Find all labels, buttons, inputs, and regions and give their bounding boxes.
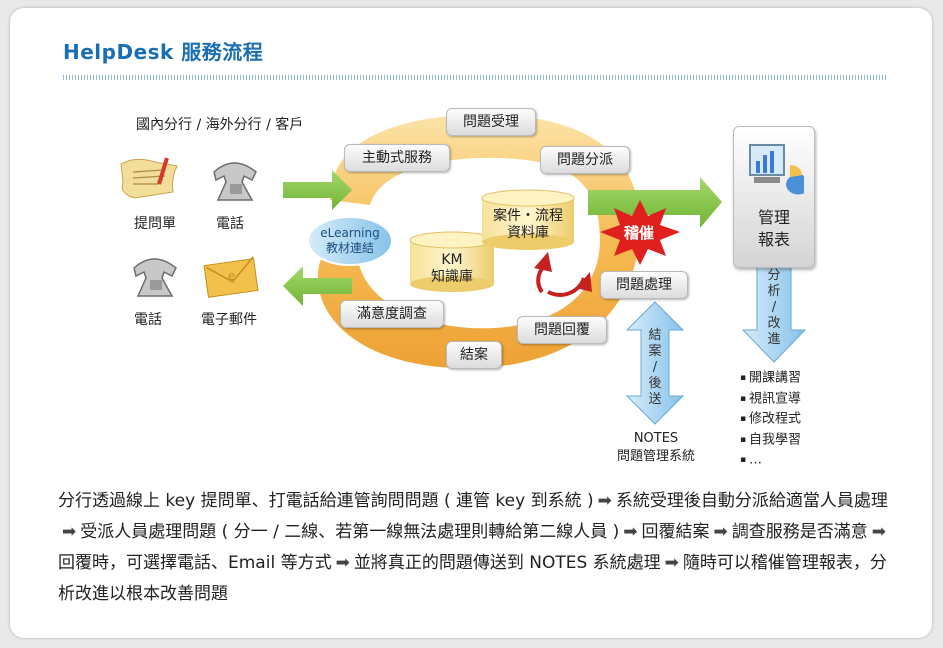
description-step: 隨時可以稽催管理報表，分析改進以根本改善問題 xyxy=(58,553,887,604)
report-label: 管理 報表 xyxy=(734,207,814,251)
step-dispatch: 問題分派 xyxy=(540,146,630,174)
step-proactive: 主動式服務 xyxy=(344,144,450,172)
analysis-char: 分 xyxy=(767,268,781,283)
analysis-arrow-label: 分 析 / 改 進 xyxy=(764,268,784,348)
close-send-arrow xyxy=(625,301,685,425)
list-item: 開課講習 xyxy=(740,368,801,389)
input-arrow xyxy=(283,170,352,210)
km-line-2: 知識庫 xyxy=(431,269,473,285)
arrow-right-icon: ➡ xyxy=(713,522,728,542)
elearning-label: eLearning 教材連結 xyxy=(318,226,382,256)
urge-label: 稽催 xyxy=(624,224,655,242)
channel-phone-top-label: 電話 xyxy=(216,216,244,232)
arrow-right-icon: ➡ xyxy=(62,522,77,542)
process-diagram xyxy=(283,114,807,425)
description-step: 受派人員處理問題 ( 分一 / 二線、若第一線無法處理則轉給第二線人員 ) xyxy=(80,522,620,542)
arrow-right-icon: ➡ xyxy=(664,553,679,573)
description-step: 並將真正的問題傳送到 NOTES 系統處理 xyxy=(353,553,661,573)
analysis-char: / xyxy=(771,300,777,315)
description-step: 系統受理後自動分派給適當人員處理 xyxy=(615,491,888,511)
arrow-right-icon: ➡ xyxy=(623,522,638,542)
case-db-line-2: 資料庫 xyxy=(507,225,549,241)
step-handle: 問題處理 xyxy=(600,271,688,299)
analysis-char: 改 xyxy=(767,316,781,331)
arrow-right-icon: ➡ xyxy=(597,491,612,511)
km-database xyxy=(409,231,495,292)
analysis-char: 析 xyxy=(767,284,781,299)
case-db-line-1: 案件・流程 xyxy=(493,208,563,224)
page-title: HelpDesk 服務流程 xyxy=(63,40,264,64)
description-step: 分行透過線上 key 提問單、打電話給連管詢問問題 ( 連管 key 到系統 ) xyxy=(58,491,594,511)
notes-line-2: 問題管理系統 xyxy=(616,449,695,464)
list-item: … xyxy=(740,450,801,471)
list-item: 修改程式 xyxy=(740,409,801,430)
report-line-1: 管理 xyxy=(757,208,790,227)
close-send-char: 後 xyxy=(648,376,662,391)
step-survey: 滿意度調查 xyxy=(340,300,444,328)
description-step: 回覆結案 xyxy=(641,522,710,542)
step-reply: 問題回覆 xyxy=(517,316,607,344)
arrow-right-icon: ➡ xyxy=(335,553,350,573)
list-item: 視訊宣導 xyxy=(740,389,801,410)
email-icon: e xyxy=(203,256,259,298)
close-send-arrow-label: 結 案 / 後 送 xyxy=(645,328,665,408)
close-send-char: 案 xyxy=(648,344,662,359)
improvement-list: 開課講習 視訊宣導 修改程式 自我學習 … xyxy=(740,368,801,471)
report-line-2: 報表 xyxy=(757,230,790,249)
title-divider xyxy=(63,75,888,80)
list-item: 自我學習 xyxy=(740,430,801,451)
svg-text:e: e xyxy=(228,269,235,283)
analysis-char: 進 xyxy=(767,332,781,347)
close-send-char: 結 xyxy=(648,328,662,343)
feedback-arrow xyxy=(283,266,352,306)
channel-form-label: 提問單 xyxy=(134,216,176,232)
elearning-oval xyxy=(307,216,393,266)
close-send-char: 送 xyxy=(648,392,662,407)
description-step: 回覆時，可選擇電話、Email 等方式 xyxy=(58,553,332,573)
case-db-label: 案件・流程 資料庫 xyxy=(482,208,574,242)
phone-icon xyxy=(133,258,177,297)
elearning-line-2: 教材連結 xyxy=(325,241,374,255)
analysis-arrow xyxy=(741,261,807,363)
step-close: 結案 xyxy=(446,341,502,369)
case-database xyxy=(481,189,575,250)
sources-label: 國內分行 / 海外分行 / 客戶 xyxy=(136,117,304,133)
channel-email-label: 電子郵件 xyxy=(201,312,257,328)
report-arrow xyxy=(588,177,722,228)
notes-label: NOTES 問題管理系統 xyxy=(610,430,702,466)
form-icon xyxy=(120,157,178,199)
phone-icon xyxy=(213,162,257,201)
description-step: 調查服務是否滿意 xyxy=(731,522,868,542)
process-description: 分行透過線上 key 提問單、打電話給連管詢問問題 ( 連管 key 到系統 )… xyxy=(58,486,898,610)
arrow-right-icon: ➡ xyxy=(871,522,887,542)
km-label: KM 知識庫 xyxy=(412,252,492,286)
management-report-box: 管理 報表 xyxy=(733,126,815,268)
urge-starburst xyxy=(600,200,680,265)
close-send-char: / xyxy=(652,360,658,375)
channel-phone-bottom-label: 電話 xyxy=(134,312,162,328)
notes-line-1: NOTES xyxy=(633,431,679,446)
km-line-1: KM xyxy=(441,252,463,268)
elearning-line-1: eLearning xyxy=(320,226,380,240)
report-chart-icon xyxy=(749,144,804,195)
step-receive: 問題受理 xyxy=(446,108,536,136)
